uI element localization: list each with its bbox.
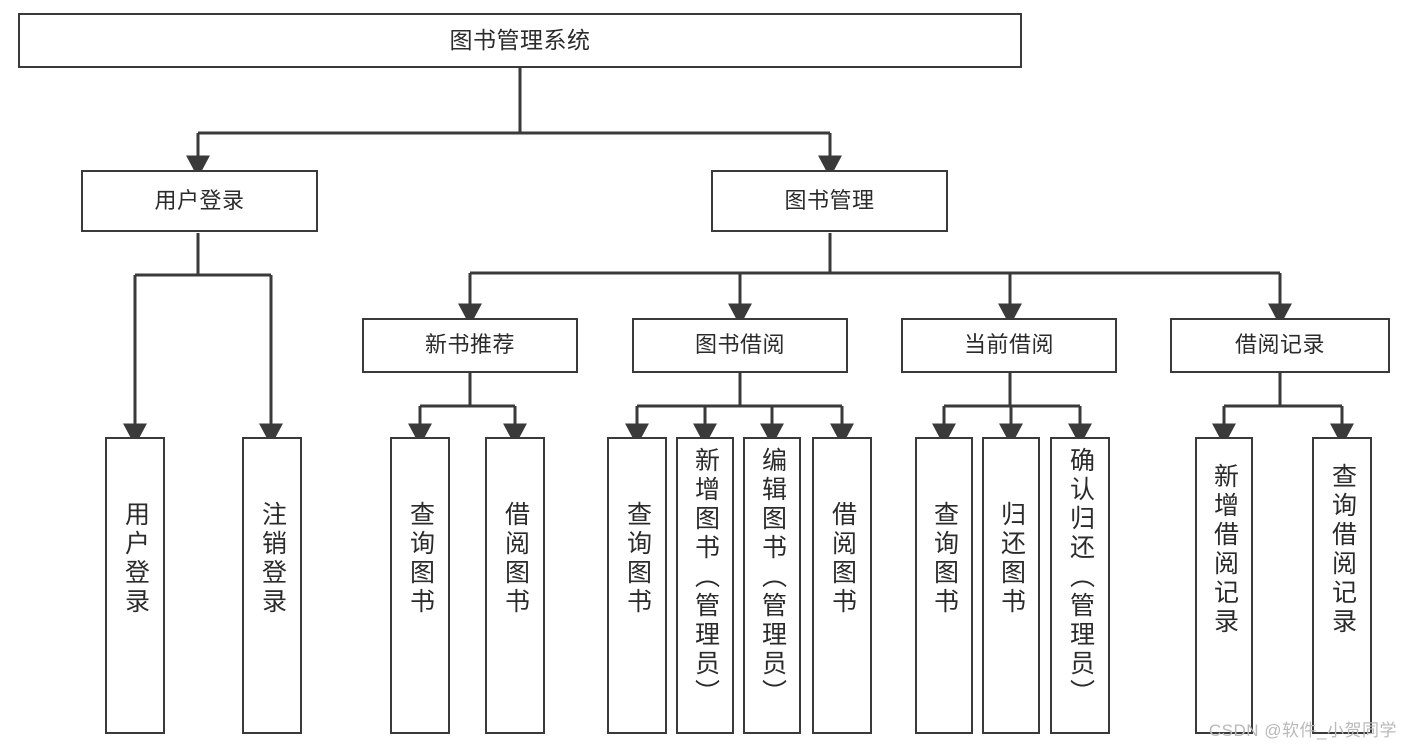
node-label: 注销登录 [258,501,287,617]
node-label: 借阅图书 [501,501,530,617]
node-label: 图书借阅 [694,332,785,358]
watermark-text: CSDN @软件_小贺同学 [1208,721,1397,740]
leaf-logout[interactable]: 注销登录 [242,437,302,734]
leaf-add-borrow-record[interactable]: 新增借阅记录 [1195,437,1253,734]
leaf-borrow-book[interactable]: 借阅图书 [812,437,872,734]
node-book-management[interactable]: 图书管理 [711,170,948,232]
leaf-add-book-admin[interactable]: 新增图书（管理员） [676,437,734,734]
leaf-return-book[interactable]: 归还图书 [982,437,1040,734]
node-label: 查询借阅记录 [1328,463,1357,637]
node-root-system[interactable]: 图书管理系统 [18,13,1022,68]
node-label: 确认归还（管理员） [1066,447,1095,708]
node-label: 查询图书 [623,501,652,617]
node-label: 查询图书 [406,501,435,617]
node-label: 用户登录 [154,187,245,213]
node-label: 图书管理系统 [449,26,591,53]
leaf-confirm-return-admin[interactable]: 确认归还（管理员） [1050,437,1110,734]
leaf-query-book-newbook[interactable]: 查询图书 [390,437,450,734]
node-label: 图书管理 [784,187,875,213]
node-new-book-recommend[interactable]: 新书推荐 [362,318,578,373]
node-borrow-record[interactable]: 借阅记录 [1170,318,1390,373]
node-label: 查询图书 [930,501,959,617]
leaf-user-login[interactable]: 用户登录 [105,437,165,734]
node-user-login[interactable]: 用户登录 [81,170,318,232]
node-current-borrow[interactable]: 当前借阅 [901,318,1117,373]
node-label: 借阅记录 [1234,332,1325,358]
node-label: 新增借阅记录 [1210,463,1239,637]
node-label: 当前借阅 [963,332,1054,358]
leaf-edit-book-admin[interactable]: 编辑图书（管理员） [743,437,801,734]
node-label: 归还图书 [997,501,1026,617]
leaf-query-book-borrow[interactable]: 查询图书 [607,437,667,734]
node-label: 用户登录 [121,501,150,617]
node-label: 借阅图书 [828,501,857,617]
leaf-query-borrow-record[interactable]: 查询借阅记录 [1312,437,1372,734]
leaf-borrow-book-newbook[interactable]: 借阅图书 [485,437,545,734]
node-label: 新书推荐 [424,332,515,358]
node-book-borrow[interactable]: 图书借阅 [632,318,848,373]
leaf-query-book-current[interactable]: 查询图书 [915,437,973,734]
node-label: 新增图书（管理员） [691,447,720,708]
node-label: 编辑图书（管理员） [758,447,787,708]
